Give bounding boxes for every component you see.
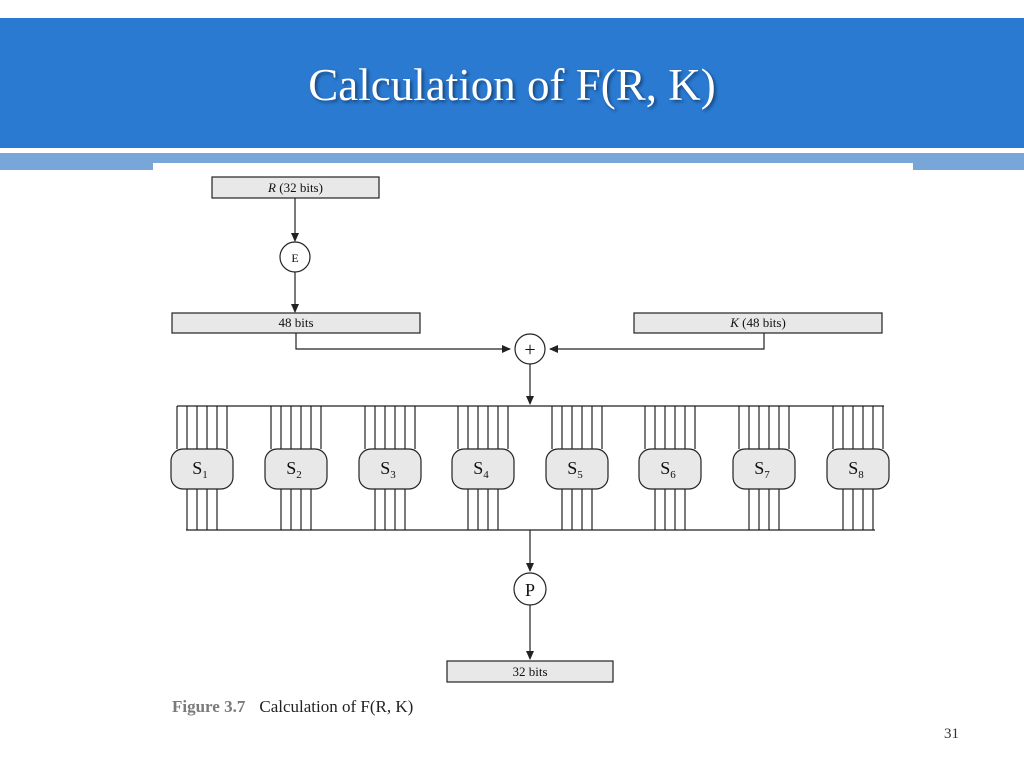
svg-text:K (48 bits): K (48 bits): [729, 315, 786, 330]
sbox-label: S7: [754, 458, 770, 481]
figure-caption-text: Calculation of F(R, K): [259, 697, 414, 716]
sbox-label: S6: [660, 458, 676, 481]
sbox-shape: [264, 448, 328, 490]
sbox-shape: [732, 448, 796, 490]
sbox-3: S3: [358, 406, 422, 530]
sbox-letter: S: [660, 458, 670, 478]
sbox-label: S4: [473, 458, 489, 481]
sbox-shape: [545, 448, 609, 490]
sbox-6: S6: [638, 406, 702, 530]
sbox-index: 2: [296, 469, 302, 481]
k-bits-label: (48 bits): [739, 315, 786, 330]
sbox-label: S3: [380, 458, 396, 481]
sbox-4: S4: [451, 406, 515, 530]
figure-number: Figure 3.7: [172, 697, 246, 716]
sbox-label: S8: [848, 458, 864, 481]
expanded-bits-label: 48 bits: [278, 315, 313, 330]
figure-caption: Figure 3.7 Calculation of F(R, K): [172, 697, 413, 717]
slide-title: Calculation of F(R, K): [308, 60, 716, 110]
sbox-shape: [358, 448, 422, 490]
key-to-xor-arrow: [549, 333, 765, 353]
sbox-index: 5: [577, 469, 583, 481]
r-bits-label: (32 bits): [276, 180, 323, 195]
sbox-8: S8: [826, 406, 890, 530]
sbox-shape: [826, 448, 890, 490]
sbox-letter: S: [286, 458, 296, 478]
output-32bits-box: 32 bits: [446, 660, 614, 683]
k-variable: K: [729, 315, 740, 330]
sbox-2: S2: [264, 406, 328, 530]
output-bits-label: 32 bits: [512, 664, 547, 679]
key-input-box: K (48 bits): [633, 312, 883, 334]
top-strip: [0, 0, 1024, 18]
expanded-to-xor-arrow: [295, 333, 511, 353]
sbox-index: 4: [483, 469, 489, 481]
sbox-shape: [451, 448, 515, 490]
sbox-index: 8: [858, 469, 864, 481]
sbox-letter: S: [192, 458, 202, 478]
svg-text:R (32 bits): R (32 bits): [267, 180, 323, 195]
sbox-letter: S: [473, 458, 483, 478]
sbox-index: 6: [670, 469, 676, 481]
title-banner: [0, 18, 1024, 148]
sbox-index: 7: [764, 469, 770, 481]
sbox-5: S5: [545, 406, 609, 530]
sbox-label: S2: [286, 458, 302, 481]
sbox-1: S1: [170, 406, 234, 530]
sbox-letter: S: [567, 458, 577, 478]
sbox-shape: [170, 448, 234, 490]
banner-gap: [0, 148, 1024, 153]
sbox-index: 3: [390, 469, 396, 481]
expanded-48bits-box: 48 bits: [171, 312, 421, 334]
expansion-label: E: [291, 251, 298, 265]
sbox-label: S5: [567, 458, 583, 481]
r-variable: R: [267, 180, 276, 195]
permutation-node: P: [513, 572, 547, 606]
sbox-label: S1: [192, 458, 208, 481]
xor-symbol: +: [524, 339, 535, 361]
sbox-7: S7: [732, 406, 796, 530]
sbox-letter: S: [380, 458, 390, 478]
expansion-node: E: [279, 241, 311, 273]
xor-node: +: [514, 333, 546, 365]
r-input-box: R (32 bits): [211, 176, 380, 199]
sbox-letter: S: [754, 458, 764, 478]
permutation-label: P: [525, 580, 535, 600]
sbox-index: 1: [202, 469, 208, 481]
sbox-letter: S: [848, 458, 858, 478]
slide-number: 31: [944, 726, 959, 742]
sbox-shape: [638, 448, 702, 490]
